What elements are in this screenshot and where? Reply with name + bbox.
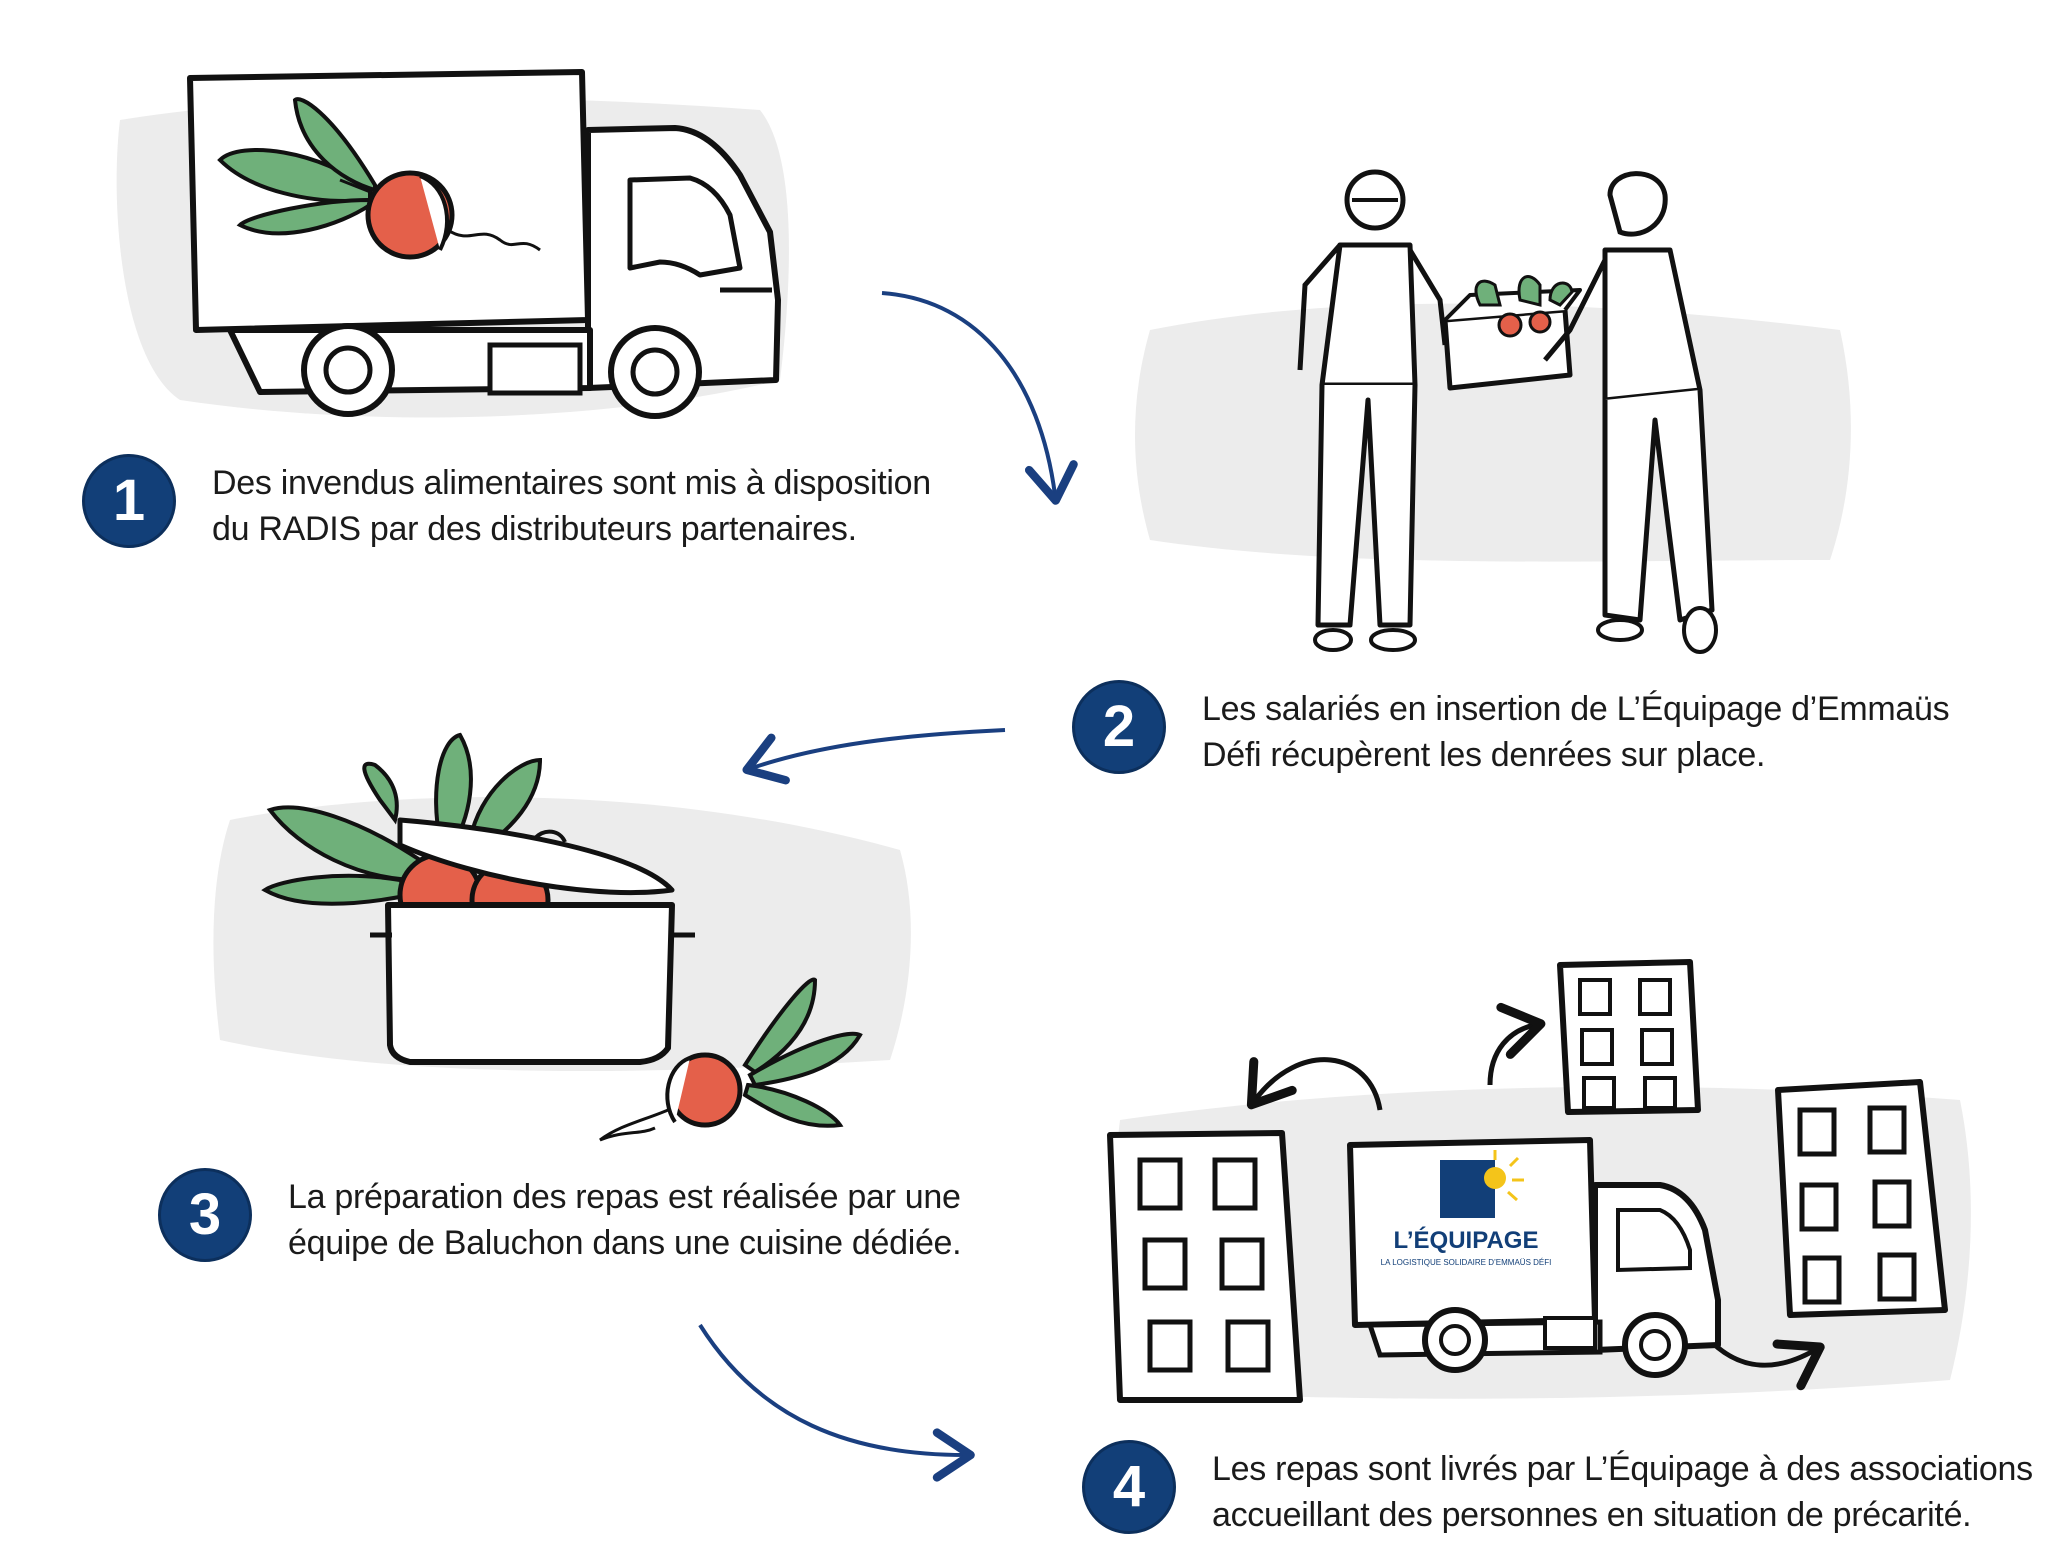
step-4-line-2: accueillant des personnes en situation d… xyxy=(1212,1496,1972,1534)
step-1-caption: Des invendus alimentaires sont mis à dis… xyxy=(212,460,931,552)
truck-logo-name: L’ÉQUIPAGE xyxy=(1394,1226,1539,1254)
flow-arrow-2-3 xyxy=(742,728,1006,785)
step-3-number-badge: 3 xyxy=(158,1168,252,1262)
flow-arrow-3-4 xyxy=(698,1323,975,1482)
step-3-caption: La préparation des repas est réalisée pa… xyxy=(288,1174,962,1266)
step-4-caption: Les repas sont livrés par L’Équipage à d… xyxy=(1212,1446,2033,1538)
step-4-number-badge: 4 xyxy=(1082,1440,1176,1534)
two-workers-with-crate-icon xyxy=(1135,169,1851,654)
step-2-number-badge: 2 xyxy=(1072,680,1166,774)
step-3: 3 La préparation des repas est réalisée … xyxy=(158,1168,962,1266)
step-3-line-2: équipe de Baluchon dans une cuisine dédi… xyxy=(288,1224,962,1262)
step-4: 4 Les repas sont livrés par L’Équipage à… xyxy=(1082,1440,2033,1538)
step-2-line-1: Les salariés en insertion de L’Équipage … xyxy=(1202,690,1950,728)
radish-truck-icon xyxy=(116,69,789,419)
step-1-number-badge: 1 xyxy=(82,454,176,548)
step-4-line-1: Les repas sont livrés par L’Équipage à d… xyxy=(1212,1450,2033,1488)
step-2-caption: Les salariés en insertion de L’Équipage … xyxy=(1202,686,1950,778)
step-1-line-2: du RADIS par des distributeurs partenair… xyxy=(212,510,857,548)
step-1-line-1: Des invendus alimentaires sont mis à dis… xyxy=(212,464,931,502)
step-2-line-2: Défi récupèrent les denrées sur place. xyxy=(1202,736,1766,774)
step-3-line-1: La préparation des repas est réalisée pa… xyxy=(288,1178,961,1216)
cooking-pot-with-radishes-icon xyxy=(213,732,911,1142)
step-2: 2 Les salariés en insertion de L’Équipag… xyxy=(1072,680,1950,778)
delivery-truck-with-buildings-icon: L’ÉQUIPAGE LA LOGISTIQUE SOLIDAIRE D’EMM… xyxy=(1107,959,1971,1403)
flow-arrow-1-2 xyxy=(881,291,1078,505)
truck-logo-tagline: LA LOGISTIQUE SOLIDAIRE D’EMMAÜS DÉFI xyxy=(1381,1258,1552,1267)
step-1: 1 Des invendus alimentaires sont mis à d… xyxy=(82,454,931,552)
